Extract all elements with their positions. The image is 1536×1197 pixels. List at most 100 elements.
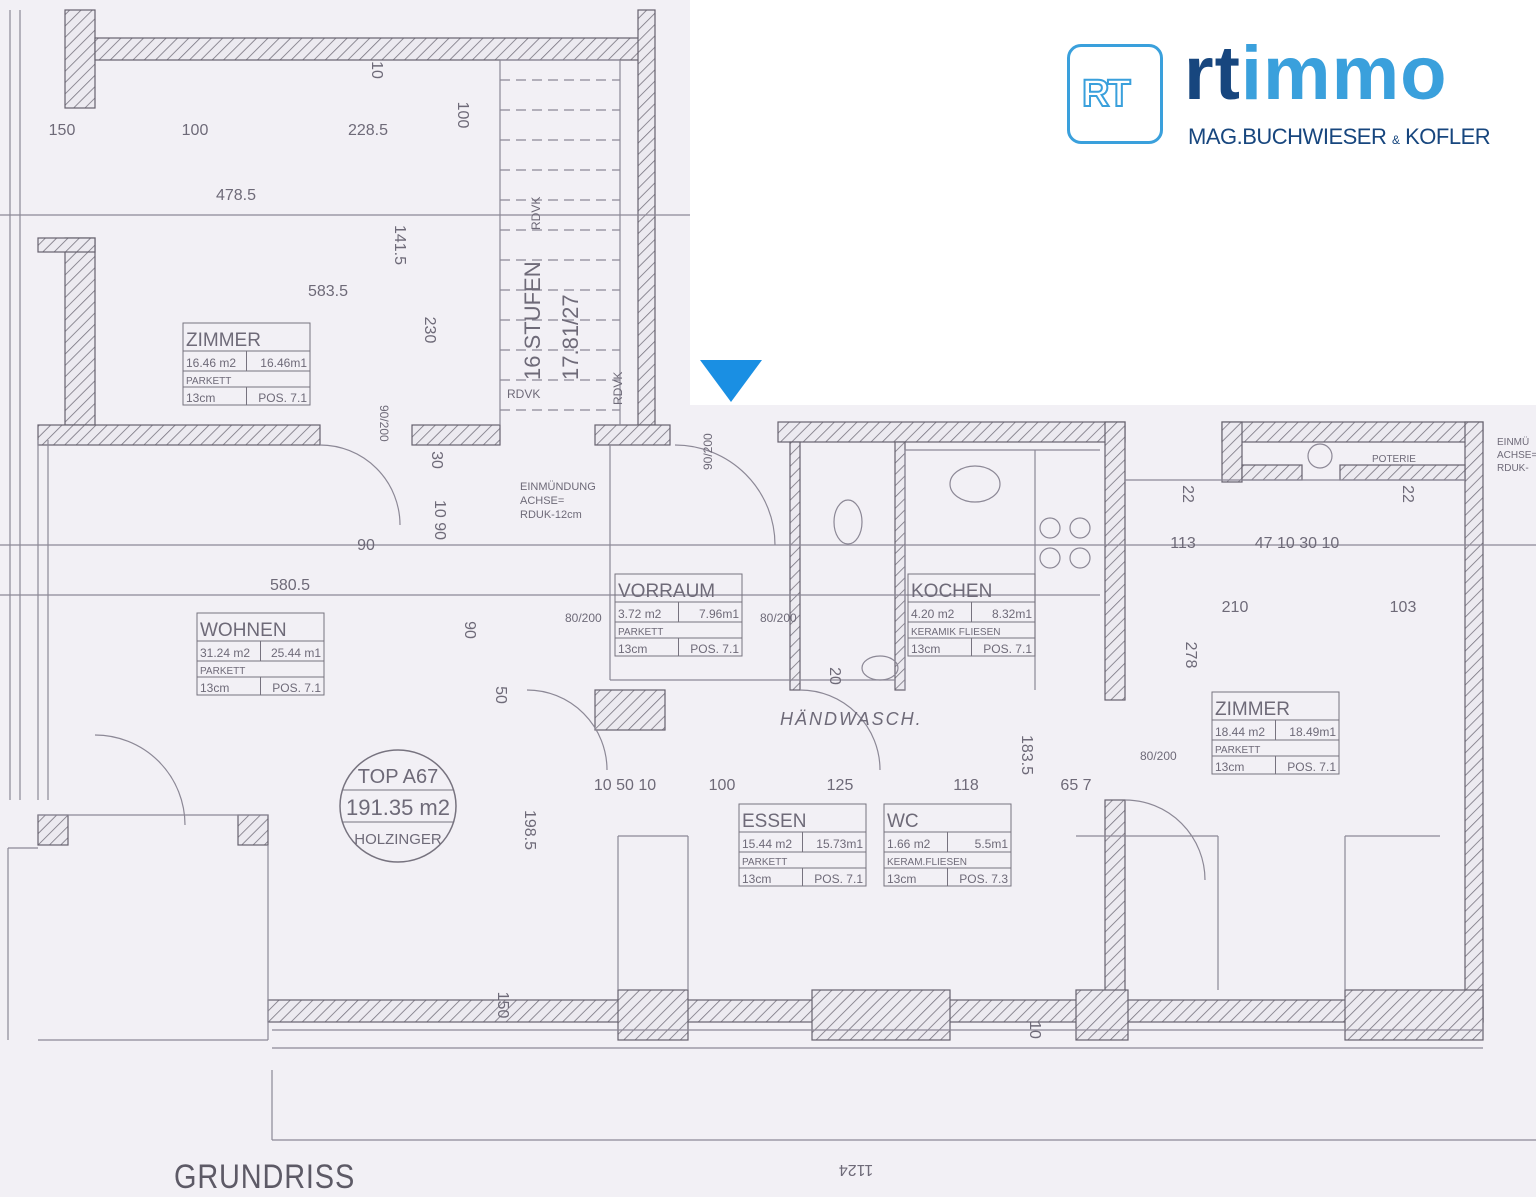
room-pos: POS. 7.1 (272, 681, 321, 695)
unit-top: TOP A67 (358, 766, 438, 788)
wall-segment (1464, 421, 1484, 1023)
room-height: 13cm (911, 642, 940, 656)
plan-lines (0, 10, 1536, 1141)
dimension-label: 100 (182, 122, 209, 139)
dimension-label: 278 (1182, 642, 1199, 669)
room-floor: KERAM.FLIESEN (887, 857, 967, 868)
room-height: 13cm (1215, 760, 1244, 774)
room-floor: KERAMIK FLIESEN (911, 627, 1000, 638)
room-name: WOHNEN (200, 620, 287, 641)
dimension-label: 10 (368, 61, 385, 79)
wall-segment (37, 814, 69, 846)
wall-segment (1339, 464, 1466, 481)
room-floor: PARKETT (742, 857, 787, 868)
dimension-label: 150 (49, 122, 76, 139)
wall-segment (617, 989, 689, 1041)
dimension-label: 141.5 (391, 225, 408, 265)
dimension-label: 113 (1170, 535, 1196, 552)
room-name: KOCHEN (911, 581, 992, 602)
door-swing (94, 734, 186, 826)
rdvk-label: RDVK (529, 197, 543, 230)
poterie-label: POTERIE (1372, 454, 1416, 465)
room-floor: PARKETT (1215, 745, 1260, 756)
dimension-label: 150 (494, 992, 511, 1019)
dimension-label: 90 (357, 537, 375, 554)
wall-segment (1104, 799, 1126, 1001)
wall-segment (1221, 421, 1484, 443)
wall-segment (1344, 989, 1484, 1041)
dimension-label: 198.5 (521, 810, 538, 850)
door-swing (1124, 799, 1206, 881)
room-height: 13cm (742, 872, 771, 886)
dimension-label: 10 90 (431, 500, 448, 540)
door-size-label: 80/200 (760, 611, 797, 625)
wall-segment (777, 421, 1126, 443)
wall-segment (1241, 464, 1303, 481)
stove-burner-icon (1039, 517, 1061, 539)
toilet-icon (833, 499, 863, 545)
room-height: 13cm (887, 872, 916, 886)
handwasch-label: HÄNDWASCH. (780, 709, 923, 729)
door-swing (319, 444, 401, 526)
rtimmo-logo: RT rtimmo MAG.BUCHWIESER & KOFLER (1064, 31, 1524, 157)
einmuendung-note-right: ACHSE= (1497, 450, 1536, 461)
walls (37, 9, 1484, 1041)
wall-segment (1104, 421, 1126, 701)
sink-icon (949, 465, 1001, 503)
logo-wordmark: rtimmo (1184, 31, 1448, 116)
dimension-label: 30 (428, 451, 445, 469)
dimension-label: 10 (1026, 1021, 1043, 1039)
room-floor: PARKETT (200, 666, 245, 677)
room-name: ZIMMER (1215, 699, 1290, 720)
room-name: VORRAUM (618, 581, 715, 602)
room-perimeter: 16.46m1 (260, 356, 307, 370)
room-area: 1.66 m2 (887, 837, 931, 851)
room-area: 16.46 m2 (186, 356, 236, 370)
hand-basin-icon (861, 655, 899, 681)
white-background-area (690, 0, 1536, 405)
dimension-label: 103 (1390, 599, 1417, 616)
room-name: ESSEN (742, 811, 806, 832)
dimension-label: 228.5 (348, 122, 388, 139)
wall-segment (64, 9, 96, 109)
wall-segment (64, 237, 96, 426)
triangle-down-icon (700, 360, 762, 402)
wall-segment (237, 814, 269, 846)
dimension-label: 50 (492, 686, 509, 704)
unit-name: HOLZINGER (354, 831, 442, 848)
wall-segment (594, 424, 671, 446)
einmuendung-note: EINMÜNDUNG (520, 481, 596, 493)
logo-subtitle: MAG.BUCHWIESER & KOFLER (1188, 124, 1491, 149)
dimension-label: 90 (461, 621, 478, 639)
dimension-label: 183.5 (1018, 735, 1035, 775)
dimension-label: 118 (953, 777, 979, 794)
dimension-label: 1124 (839, 1161, 874, 1178)
dimension-label: 100 (709, 777, 736, 794)
room-perimeter: 25.44 m1 (271, 646, 321, 660)
dimension-label: 210 (1222, 599, 1249, 616)
chimney-icon (1307, 443, 1333, 469)
wall-segment (37, 237, 96, 253)
wall-segment (637, 9, 656, 426)
door-size-label: 90/200 (377, 405, 391, 442)
dimension-label: 100 (454, 102, 471, 129)
dimension-label: 583.5 (308, 283, 348, 300)
dimension-label: 478.5 (216, 187, 256, 204)
einmuendung-note: RDUK-12cm (520, 509, 582, 521)
room-name: WC (887, 811, 919, 832)
stairs-ratio-label: 17.81/27 (558, 294, 583, 380)
room-floor: PARKETT (618, 627, 663, 638)
dimension-label: 22 (1399, 485, 1416, 503)
rdvk-label: RDVK (611, 372, 625, 405)
dimension-label: 20 (826, 667, 843, 685)
room-area: 15.44 m2 (742, 837, 792, 851)
wall-segment (1075, 989, 1129, 1041)
